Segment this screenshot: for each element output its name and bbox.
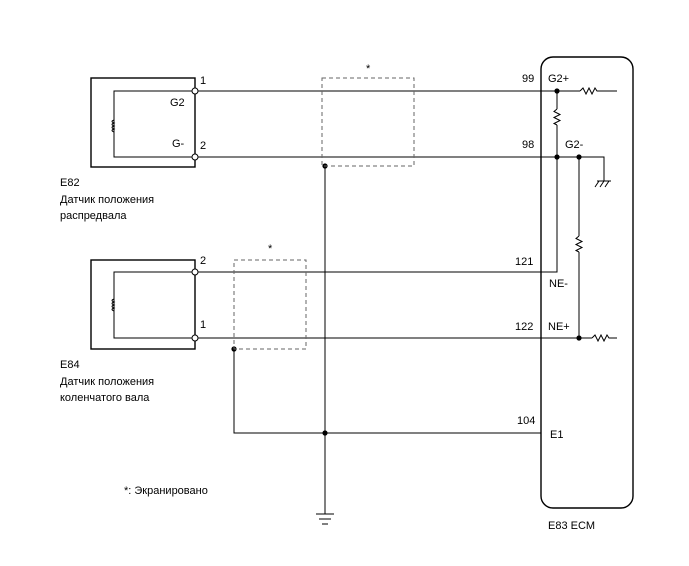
ecm-ne-plus-resistor-icon xyxy=(591,333,617,343)
cam-shield-marker: * xyxy=(366,63,371,75)
camshaft-terminal-2 xyxy=(191,153,199,161)
ecm-junction-g2p xyxy=(554,88,560,94)
ecm-title: E83 ECM xyxy=(548,520,595,532)
ecm-pin-g2-plus-label: G2+ xyxy=(548,73,569,85)
ecm-pin-122-number: 122 xyxy=(515,321,533,333)
ecm-g2p-resistor-icon xyxy=(579,86,617,96)
ecm-ne-bias-resistor-icon xyxy=(574,235,584,253)
crankshaft-sensor-name-line1: Датчик положения xyxy=(60,376,154,388)
ecm-body xyxy=(540,56,634,509)
camshaft-sensor-name-line1: Датчик положения xyxy=(60,194,154,206)
ecm-pin-121-number: 121 xyxy=(515,256,533,268)
ecm-internal-g2m-ground-wire xyxy=(541,156,605,181)
camshaft-sensor-body xyxy=(90,77,196,168)
crankshaft-sensor-internal-wire xyxy=(113,271,195,339)
crankshaft-terminal-2 xyxy=(191,268,199,276)
camshaft-coil-icon xyxy=(111,119,116,133)
crankshaft-terminal-1 xyxy=(191,334,199,342)
crankshaft-pin-1: 1 xyxy=(200,319,206,331)
ecm-junction-g2m xyxy=(554,154,560,160)
crankshaft-sensor-code: E84 xyxy=(60,359,80,371)
ecm-internal-ne-minus-wire xyxy=(541,157,558,273)
ecm-pin-104-number: 104 xyxy=(517,415,535,427)
e1-ground-junction xyxy=(322,430,328,436)
camshaft-terminal-1 xyxy=(191,87,199,95)
shield-legend: *: Экранировано xyxy=(124,485,208,497)
ecm-pin-99-number: 99 xyxy=(522,73,534,85)
ecm-pin-ne-minus-label: NE- xyxy=(549,278,568,290)
camshaft-sensor: G2 G- 1 2 E82 Датчик положения распредва… xyxy=(60,75,206,222)
crankshaft-sensor-name-line2: коленчатого вала xyxy=(60,392,150,404)
crankshaft-sensor: 2 1 E84 Датчик положения коленчатого вал… xyxy=(60,255,206,404)
ecm-pin-e1-label: E1 xyxy=(550,429,563,441)
crankshaft-coil-icon xyxy=(111,298,116,312)
ecm-unit: E83 ECM 99 G2+ 98 G2- 121 NE- 122 NE+ 10… xyxy=(515,56,634,532)
crankshaft-sensor-body xyxy=(90,259,196,350)
ground-icon xyxy=(316,513,334,525)
camshaft-sensor-name-line2: распредвала xyxy=(60,210,127,222)
ecm-pin-g2-minus-label: G2- xyxy=(565,139,584,151)
camshaft-label-g-minus: G- xyxy=(172,138,185,150)
ecm-junction-ne-plus xyxy=(576,335,582,341)
camshaft-label-g2: G2 xyxy=(170,97,185,109)
crank-shield-marker: * xyxy=(268,243,273,255)
camshaft-pin-2: 2 xyxy=(200,140,206,152)
crankshaft-pin-2: 2 xyxy=(200,255,206,267)
camshaft-sensor-internal-wire xyxy=(113,90,195,158)
wire-crank-shield-drain xyxy=(233,349,541,434)
ecm-chassis-ground-icon xyxy=(594,180,611,188)
camshaft-sensor-code: E82 xyxy=(60,177,80,189)
ecm-pin-ne-plus-label: NE+ xyxy=(548,321,570,333)
cam-shield-box xyxy=(321,77,415,167)
camshaft-pin-1: 1 xyxy=(200,75,206,87)
ecm-g2-bridge-resistor-icon xyxy=(552,108,562,126)
ecm-junction-g2m-bias xyxy=(576,154,582,160)
crank-shield-box xyxy=(233,259,307,350)
ecm-pin-98-number: 98 xyxy=(522,139,534,151)
